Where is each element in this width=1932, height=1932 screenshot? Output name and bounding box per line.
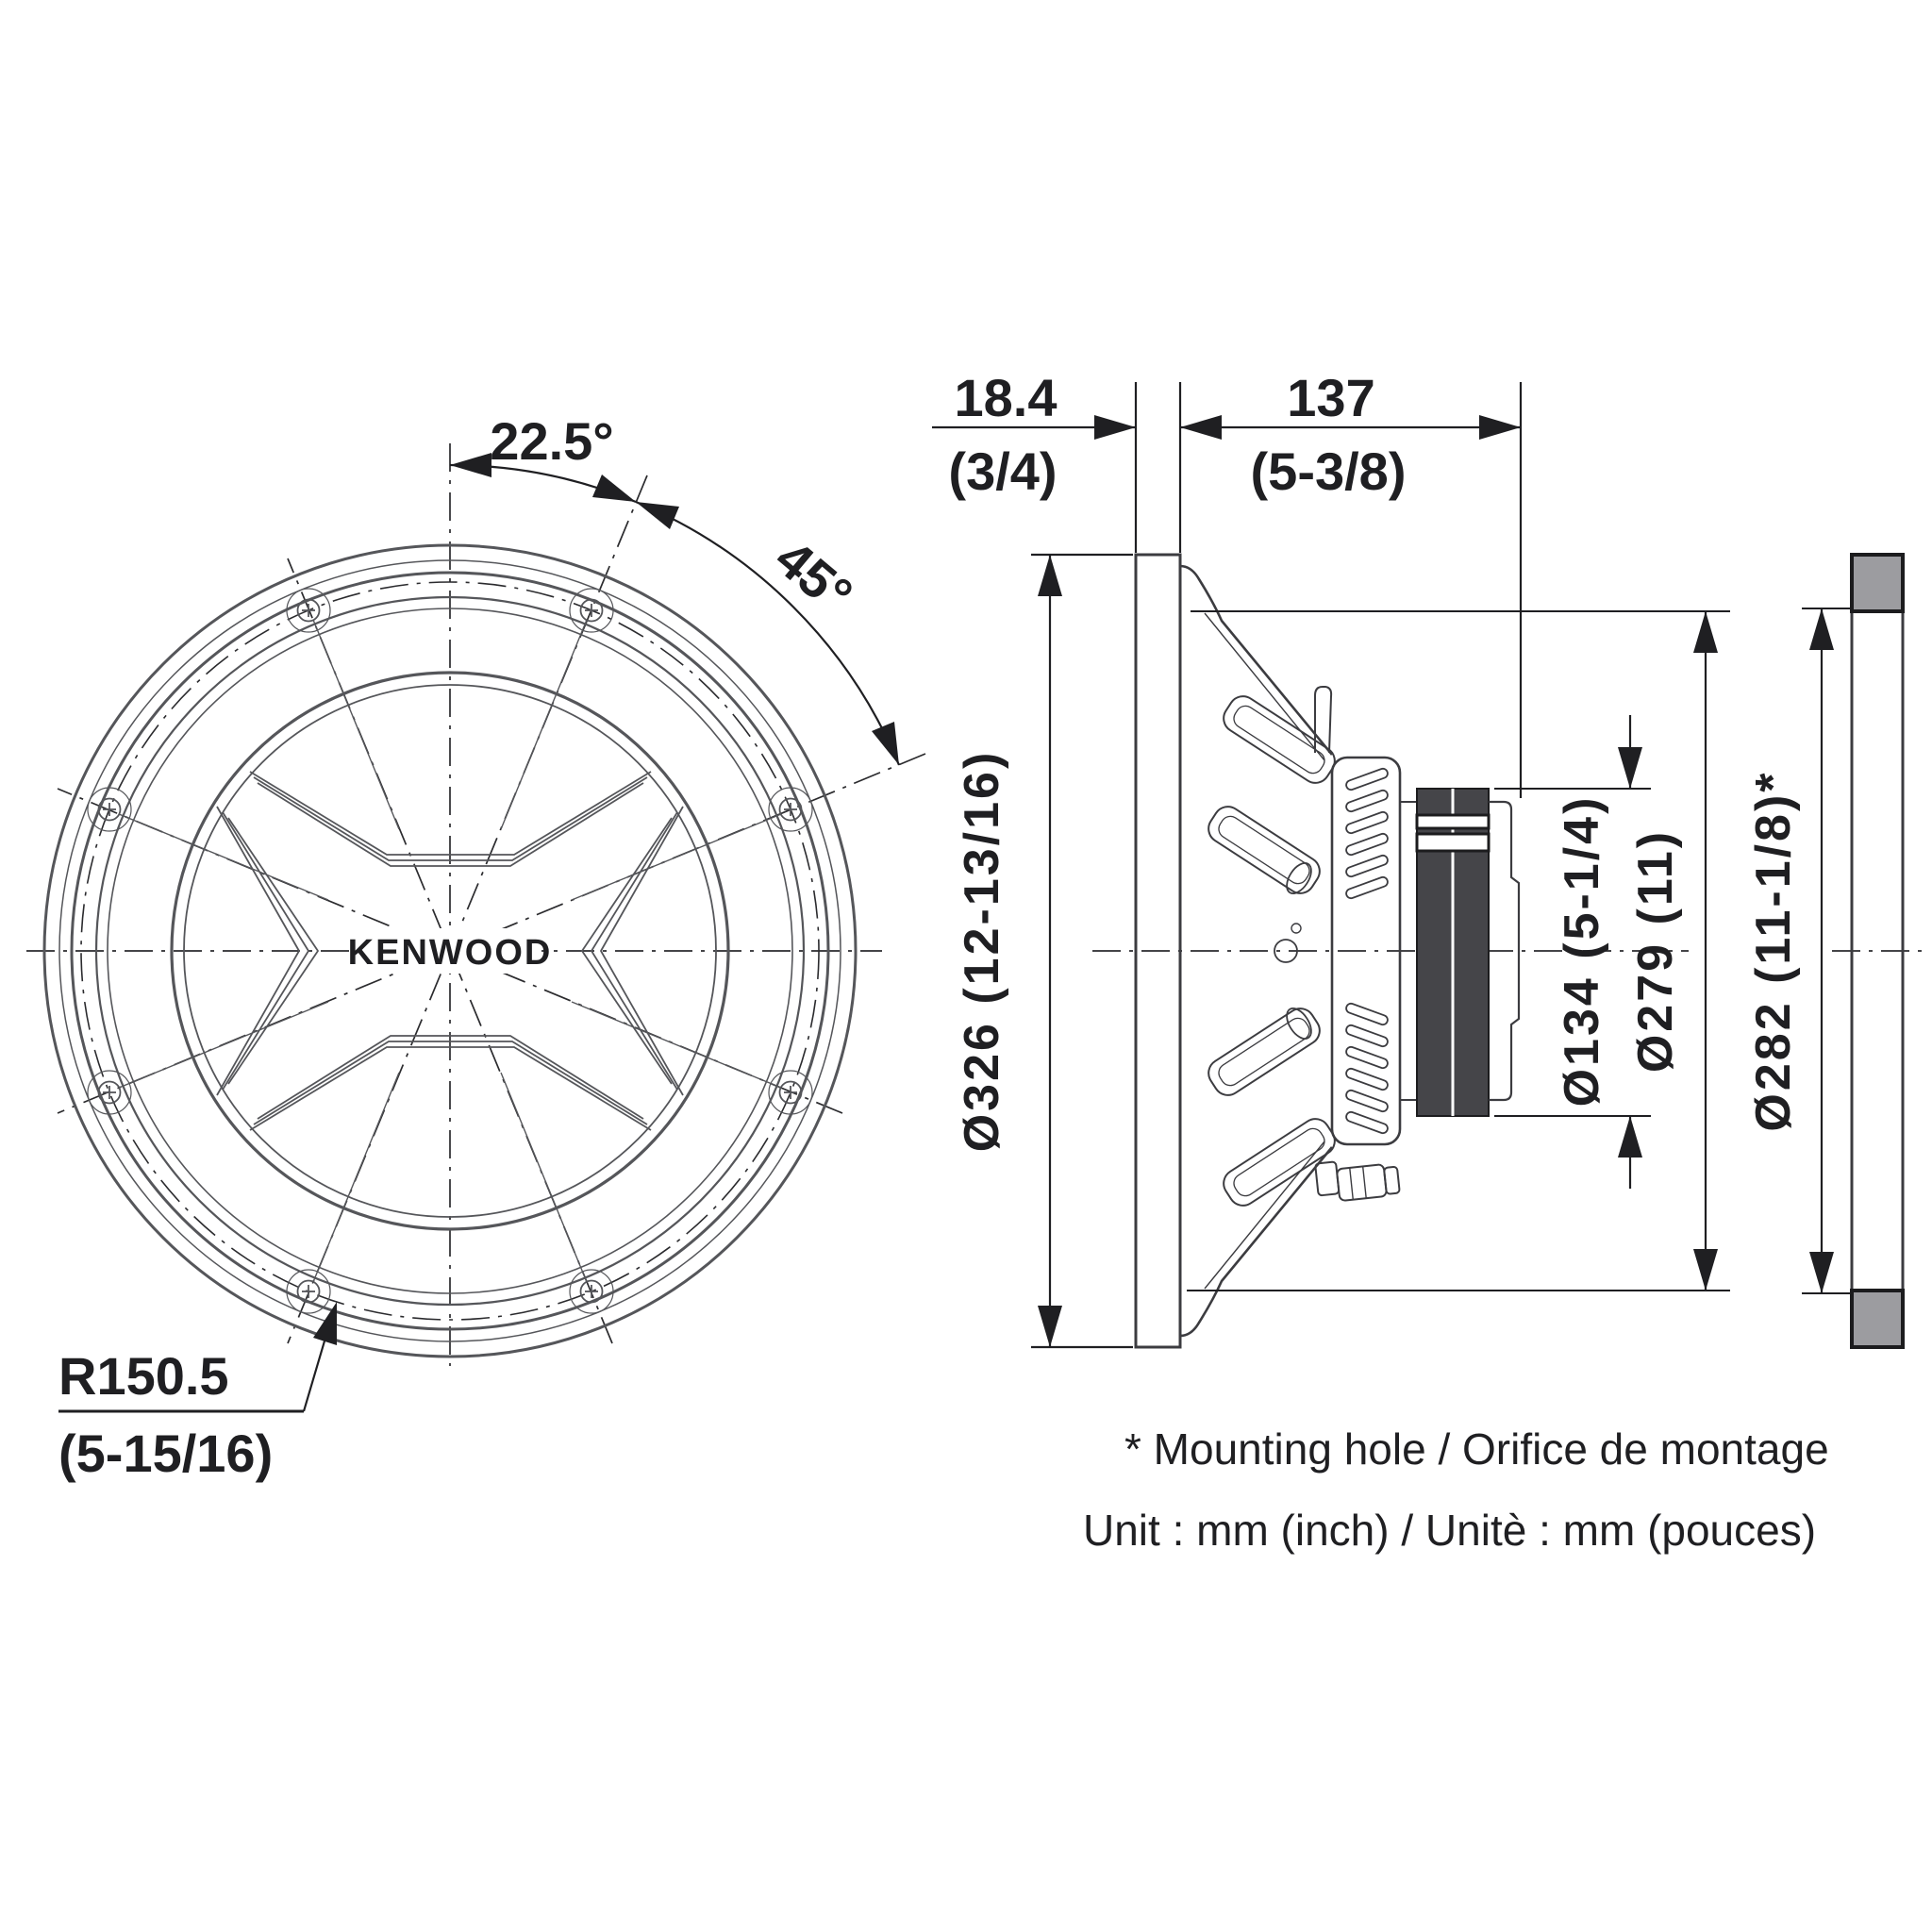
leader-arrow [313,1302,337,1345]
front-view-drawing: KENWOOD 22.5° 45° R150.5 (5-15/16) [26,411,926,1483]
footnotes: * Mounting hole / Orifice de montage Uni… [1083,1424,1829,1555]
flange-depth-inch: (3/4) [948,441,1057,501]
footnote-mounting-hole: * Mounting hole / Orifice de montage [1124,1424,1829,1474]
cone-spokes [118,619,782,1283]
bolt-hole [569,588,614,633]
panel-cut-block-bottom [1850,1289,1905,1349]
arc-arrow [592,475,636,502]
bolt-hole [87,1070,132,1115]
basket-outline [1179,564,1334,1338]
bolt-circle [80,581,820,1321]
bolt-hole [768,1070,813,1115]
bolt-hole [286,1269,331,1314]
vent-slots-upper [1345,767,1389,900]
mounting-flange [1134,553,1182,1349]
depth-dimensions: 18.4 (3/4) 137 (5-3/8) [932,368,1523,798]
arc-arrow [872,722,899,765]
mounting-depth-mm: 137 [1287,368,1374,427]
mounting-depth-inch: (5-3/8) [1251,441,1407,501]
frame-diameter-dimension: Ø279 (11) [1187,610,1730,1291]
magnet-assembly [1400,788,1521,1117]
bolt-hole [286,588,331,633]
bolt-hole [87,787,132,832]
dim-arrow [1038,555,1062,596]
angle-large-label: 45° [764,528,863,625]
vented-back-plate [1330,756,1402,1146]
magnet-diameter-label: Ø134 (5-1/4) [1555,795,1609,1108]
bolt-hole [569,1269,614,1314]
basket-tab [1314,686,1333,754]
hole-diameter-dimension: Ø282 (11-1/8)* [1746,608,1850,1294]
dim-arrow [1180,415,1222,440]
arc-arrow [450,453,491,477]
brand-label-backing [358,928,541,974]
angle-small-label: 22.5° [490,411,613,471]
brand-label: KENWOOD [348,933,553,973]
front-rings [42,543,858,1358]
dim-arrow [1809,608,1834,650]
top-plate-gap [1415,813,1491,830]
dim-arrow [1809,1252,1834,1293]
dim-arrow [1618,1116,1642,1158]
dim-arrow [1094,415,1136,440]
side-view-drawing: 18.4 (3/4) 137 (5-3/8) Ø326 (12-13/16) Ø… [932,368,1730,1349]
bolt-hole [768,787,813,832]
arc-arrow [636,502,679,529]
dim-arrow [1479,415,1521,440]
frame-diameter-label: Ø279 (11) [1628,829,1683,1073]
back-cover [1489,800,1521,1102]
dim-arrow [1618,747,1642,789]
panel-cut-block-top [1850,553,1905,613]
top-plate-gap [1415,832,1491,853]
radius-label-inch: (5-15/16) [58,1424,273,1483]
magnet-diameter-dimension: Ø134 (5-1/4) [1494,715,1651,1189]
flange-depth-mm: 18.4 [955,368,1058,427]
bolt-holes [87,588,813,1314]
hole-diameter-label: Ø282 (11-1/8)* [1746,770,1801,1131]
footnote-units: Unit : mm (inch) / Unitè : mm (pouces) [1083,1506,1816,1555]
outer-diameter-label: Ø326 (12-13/16) [955,750,1009,1153]
outer-diameter-dimension: Ø326 (12-13/16) [955,553,1133,1349]
radius-callout: R150.5 (5-15/16) [58,1302,337,1483]
cone-chevron-pattern [216,771,684,1131]
vent-slots-lower [1345,1002,1389,1135]
mounting-hole-view: Ø282 (11-1/8)* [1746,553,1926,1349]
basket-ribs [1208,695,1336,1207]
wire-terminal [1314,1160,1401,1202]
dim-arrow [1038,1306,1062,1347]
radius-label-mm: R150.5 [58,1346,229,1406]
dim-arrow [1693,1249,1718,1291]
dim-arrow [1693,611,1718,653]
